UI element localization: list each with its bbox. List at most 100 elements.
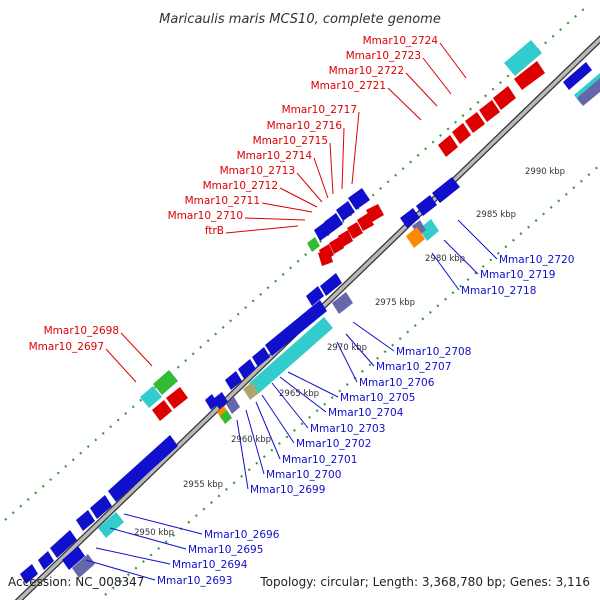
gene-forward-b2 xyxy=(452,123,471,144)
tick-label-2970: 2970 kbp xyxy=(327,343,367,353)
reverse-gene-labels: Mmar10_2720 Mmar10_2719 Mmar10_2718 Mmar… xyxy=(157,254,574,587)
gene-mmar10-2722 xyxy=(493,86,516,110)
gene-forward-b3 xyxy=(438,135,458,157)
gene-mmar10-2695 xyxy=(50,530,77,558)
gene-mmar10-2697 xyxy=(140,386,162,408)
tick-label-2990: 2990 kbp xyxy=(525,167,565,177)
tick-label-2955: 2955 kbp xyxy=(183,480,223,490)
gene-forward-b1 xyxy=(465,112,485,133)
label-mmar10-2705: Mmar10_2705 xyxy=(340,392,415,404)
gene-mmar10-2706 xyxy=(265,300,327,356)
gene-mmar10-2720 xyxy=(419,219,439,241)
label-mmar10-2696: Mmar10_2696 xyxy=(204,529,280,541)
gene-mmar10-2715 xyxy=(366,204,384,222)
label-mmar10-2717: Mmar10_2717 xyxy=(282,104,357,116)
label-mmar10-2697: Mmar10_2697 xyxy=(29,341,104,353)
tick-label-2950: 2950 kbp xyxy=(134,528,174,538)
gene-mmar10-2717 xyxy=(348,188,370,210)
tick-label-2965: 2965 kbp xyxy=(279,389,319,399)
label-mmar10-2712: Mmar10_2712 xyxy=(203,180,278,192)
reverse-strand-genes xyxy=(20,62,600,584)
label-mmar10-2701: Mmar10_2701 xyxy=(282,454,357,466)
label-mmar10-2719: Mmar10_2719 xyxy=(480,269,555,281)
gene-mmar10-2713 xyxy=(347,222,363,239)
label-mmar10-2724: Mmar10_2724 xyxy=(363,35,439,47)
label-mmar10-2699: Mmar10_2699 xyxy=(250,484,325,496)
tick-label-2960: 2960 kbp xyxy=(231,435,271,445)
label-mmar10-2716: Mmar10_2716 xyxy=(267,120,343,132)
gene-reverse-low3 xyxy=(38,551,54,570)
gene-mmar10-2696 xyxy=(98,512,124,538)
label-mmar10-2698: Mmar10_2698 xyxy=(44,325,119,337)
label-ftrb: ftrB xyxy=(205,225,224,237)
gene-mmar10-2711 xyxy=(329,237,344,254)
gene-reverse-mid5 xyxy=(225,371,242,390)
gene-reverse-upper2 xyxy=(416,195,437,216)
label-mmar10-2723: Mmar10_2723 xyxy=(346,50,421,62)
gene-mmar10-2705 xyxy=(243,382,259,400)
gene-reverse-low4 xyxy=(20,564,38,584)
genome-info-text: Topology: circular; Length: 3,368,780 bp… xyxy=(259,575,590,589)
forward-label-leaders xyxy=(105,42,467,383)
gene-mmar10-2724 xyxy=(504,40,542,76)
label-mmar10-2706: Mmar10_2706 xyxy=(359,377,435,389)
accession-text: Accession: NC_008347 xyxy=(8,575,144,589)
gene-reverse-upper1 xyxy=(432,177,460,203)
gene-reverse-mid4 xyxy=(238,359,256,379)
gene-mmar10-2704 xyxy=(226,397,240,414)
label-mmar10-2693: Mmar10_2693 xyxy=(157,575,232,587)
label-mmar10-2700: Mmar10_2700 xyxy=(266,469,341,481)
gene-forward-red-low2 xyxy=(152,400,172,421)
label-mmar10-2718: Mmar10_2718 xyxy=(461,285,536,297)
gene-forward-mid-blue1 xyxy=(324,213,343,233)
label-mmar10-2703: Mmar10_2703 xyxy=(310,423,385,435)
gene-mmar10-2708 xyxy=(332,292,353,314)
tick-label-2975: 2975 kbp xyxy=(375,298,415,308)
forward-gene-labels: Mmar10_2724 Mmar10_2723 Mmar10_2722 Mmar… xyxy=(29,35,439,353)
gene-ftrb xyxy=(318,249,333,266)
gene-mmar10-2712 xyxy=(338,230,353,247)
map-title: Maricaulis maris MCS10, complete genome xyxy=(159,12,441,27)
label-mmar10-2715: Mmar10_2715 xyxy=(253,135,328,147)
label-mmar10-2708: Mmar10_2708 xyxy=(396,346,471,358)
label-mmar10-2720: Mmar10_2720 xyxy=(499,254,574,266)
gene-reverse-upper3 xyxy=(400,208,420,228)
gene-mmar10-2694 xyxy=(62,546,85,570)
kbp-tick-labels: 2950 kbp 2955 kbp 2960 kbp 2965 kbp 2970… xyxy=(134,167,565,538)
gene-mmar10-2700 xyxy=(220,410,232,424)
gene-mmar10-2707 xyxy=(249,317,333,394)
gene-mmar10-2698 xyxy=(153,370,178,395)
label-mmar10-2711: Mmar10_2711 xyxy=(185,195,260,207)
label-mmar10-2695: Mmar10_2695 xyxy=(188,544,263,556)
tick-label-2980: 2980 kbp xyxy=(425,254,465,264)
gene-mmar10-2723 xyxy=(514,61,545,90)
gene-mmar10-2718 xyxy=(406,227,425,248)
gene-forward-mid-green xyxy=(307,237,320,252)
label-mmar10-2721: Mmar10_2721 xyxy=(311,80,386,92)
gene-mmar10-2693 xyxy=(72,554,95,578)
gene-mmar10-2721 xyxy=(479,100,500,122)
gene-mmar10-2699 xyxy=(108,435,178,502)
label-mmar10-2707: Mmar10_2707 xyxy=(376,361,451,373)
label-mmar10-2710: Mmar10_2710 xyxy=(168,210,243,222)
gene-reverse-low1 xyxy=(90,495,112,519)
outer-tick-track xyxy=(4,7,586,521)
label-mmar10-2722: Mmar10_2722 xyxy=(329,65,404,77)
gene-reverse-mid2 xyxy=(306,286,324,306)
reverse-label-leaders xyxy=(85,219,498,581)
label-mmar10-2694: Mmar10_2694 xyxy=(172,559,248,571)
gene-reverse-top-slate xyxy=(577,78,600,106)
gene-mmar10-2714 xyxy=(357,213,374,231)
gene-reverse-mid1 xyxy=(320,273,342,296)
gene-forward-red-low1 xyxy=(166,387,188,409)
gene-mmar10-2702 xyxy=(205,394,218,410)
gene-mmar10-2716 xyxy=(336,201,355,221)
gene-forward-mid-blue2 xyxy=(314,222,331,241)
label-mmar10-2713: Mmar10_2713 xyxy=(220,165,295,177)
label-mmar10-2714: Mmar10_2714 xyxy=(237,150,313,162)
tick-label-2985: 2985 kbp xyxy=(476,210,516,220)
gene-reverse-mid3 xyxy=(252,347,270,367)
gene-reverse-low2 xyxy=(76,510,95,531)
gene-reverse-top1 xyxy=(563,62,592,90)
